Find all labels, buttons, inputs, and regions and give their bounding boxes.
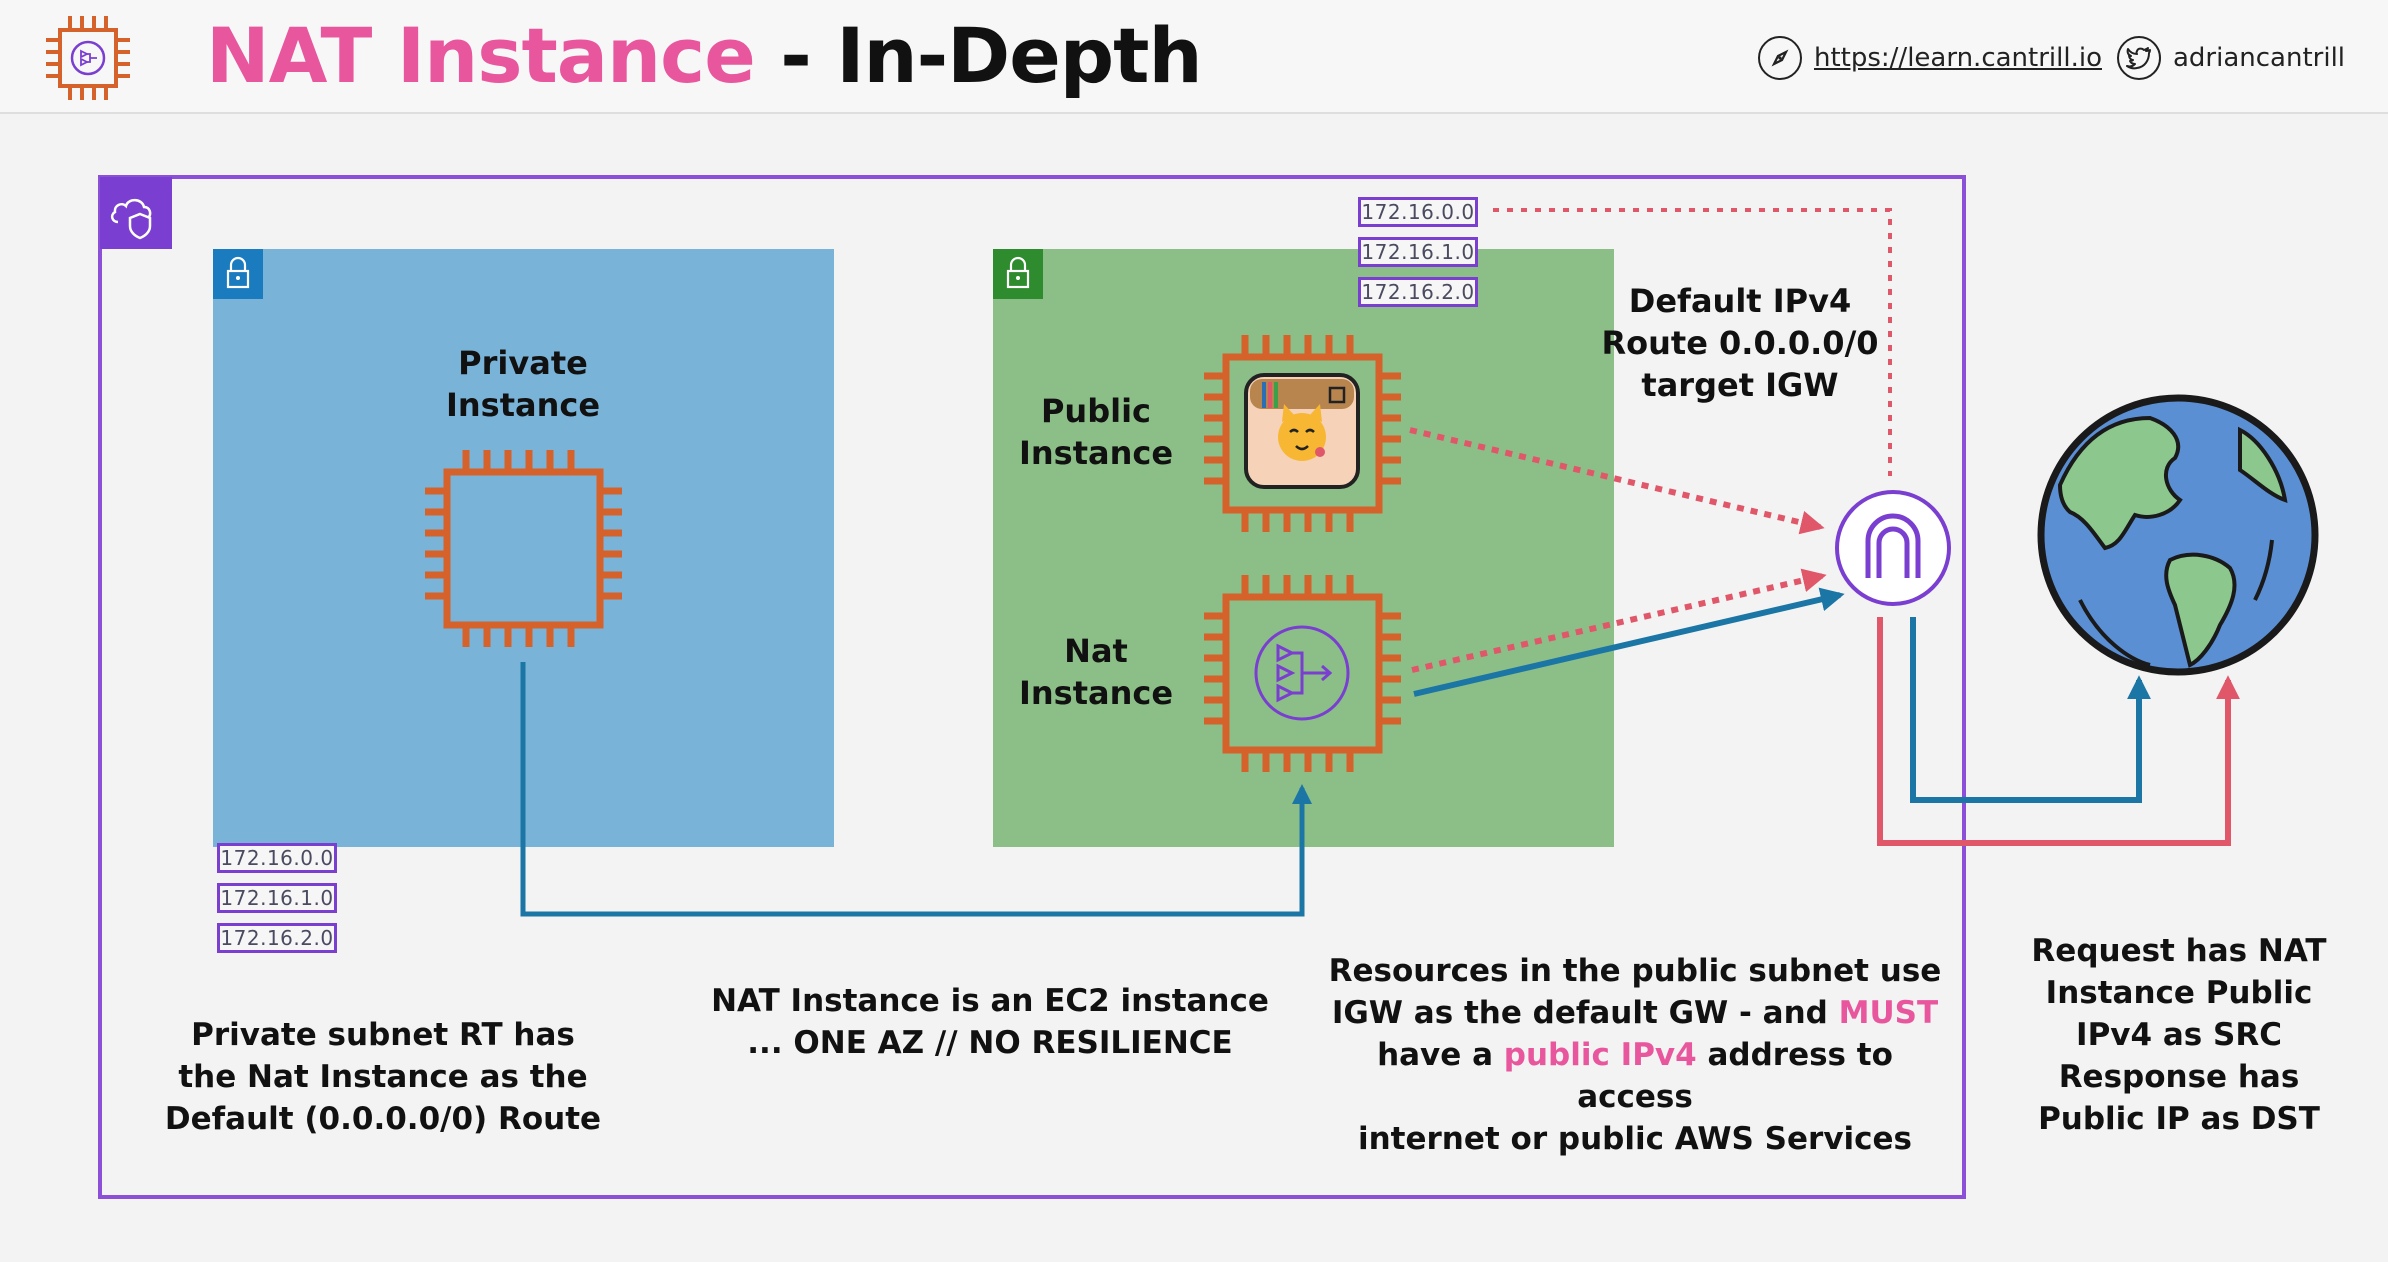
header-bar: NAT Instance - In-Depth https://learn.ca…: [0, 0, 2388, 114]
page-title: NAT Instance - In-Depth: [206, 11, 1203, 100]
igw-to-internet-blue-route: [1910, 617, 2151, 803]
twitter-handle: adriancantrill: [2173, 43, 2346, 73]
private-to-nat-route: [520, 662, 1312, 917]
ec2-nat-chip-icon: [46, 16, 130, 100]
public-subnet: [993, 249, 1614, 847]
route-table-cidr: 172.16.2.0: [217, 923, 337, 953]
public-instance-chip-icon: [1204, 335, 1401, 532]
route-table-dotted-line: [1493, 208, 1892, 476]
globe-icon: [2037, 394, 2319, 676]
public-to-igw-dotted-arrow: [1409, 427, 1825, 535]
vpc-boundary: [98, 175, 1966, 1199]
private-rt-note: Private subnet RT has the Nat Instance a…: [164, 1017, 602, 1137]
private-instance-chip-icon: [425, 450, 622, 647]
vpc-cloud-shield-icon: [100, 177, 172, 249]
route-table-cidr: 172.16.0.0: [1358, 197, 1478, 227]
public-instance-label: Public Instance: [1018, 392, 1174, 472]
route-table-cidr: 172.16.2.0: [1358, 277, 1478, 307]
compass-icon: [1758, 36, 1802, 80]
default-route-note: Default IPv4 Route 0.0.0.0/0 target IGW: [1601, 282, 1879, 404]
nat-instance-label: Nat Instance: [1018, 632, 1174, 712]
route-table-cidr: 172.16.1.0: [1358, 237, 1478, 267]
igw-to-internet-red-route: [1877, 617, 2240, 846]
nat-to-igw-arrow: [1413, 587, 1845, 697]
nat-gateway-icon: [1254, 625, 1350, 721]
nat-to-igw-dotted-arrow: [1411, 568, 1827, 673]
lock-icon: [213, 249, 263, 299]
public-resources-note: Resources in the public subnet use IGW a…: [1328, 953, 1942, 1157]
nat-instance-chip-icon: [1204, 575, 1401, 772]
course-link[interactable]: https://learn.cantrill.io: [1758, 30, 2102, 86]
route-table-cidr: 172.16.1.0: [217, 883, 337, 913]
private-instance-label: Private Instance: [445, 344, 601, 424]
lock-icon: [993, 249, 1043, 299]
course-url[interactable]: https://learn.cantrill.io: [1814, 43, 2102, 73]
request-response-note: Request has NAT Instance Public IPv4 as …: [2031, 933, 2327, 1137]
nat-ec2-note: NAT Instance is an EC2 instance ... ONE …: [711, 983, 1269, 1061]
route-table-cidr: 172.16.0.0: [217, 843, 337, 873]
cat-app-icon: [1244, 373, 1360, 489]
twitter-bird-icon: [2117, 36, 2161, 80]
twitter-link[interactable]: adriancantrill: [2117, 30, 2345, 86]
internet-gateway-icon: [1835, 490, 1951, 606]
